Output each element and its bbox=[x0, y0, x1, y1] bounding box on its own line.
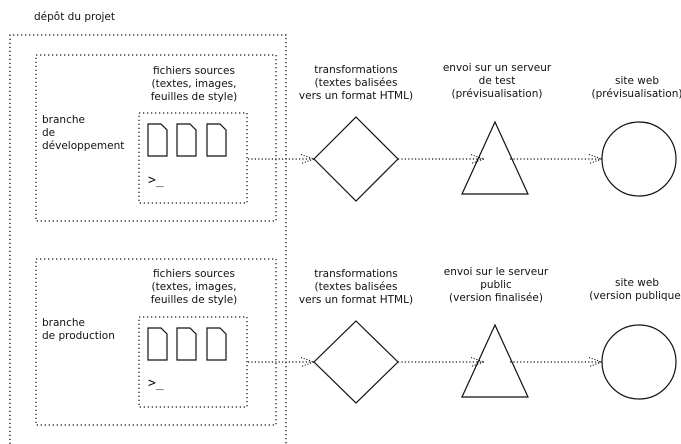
site-label: site web (version publique) bbox=[589, 277, 681, 302]
website-circle bbox=[601, 324, 677, 400]
transform-label: transformations (textes balisées vers un… bbox=[298, 64, 414, 102]
sources-label: fichiers sources (textes, images, feuill… bbox=[150, 65, 238, 103]
sources-label: fichiers sources (textes, images, feuill… bbox=[150, 268, 238, 306]
terminal-prompt-icon: >_ bbox=[148, 376, 164, 391]
file-icon bbox=[206, 123, 227, 157]
deploy-triangle bbox=[461, 323, 529, 398]
repo-label: dépôt du projet bbox=[34, 11, 115, 23]
file-icon bbox=[206, 327, 227, 361]
file-icon bbox=[176, 123, 197, 157]
transform-diamond bbox=[313, 116, 399, 202]
transform-label: transformations (textes balisées vers un… bbox=[298, 268, 414, 306]
branch-frame bbox=[35, 258, 277, 426]
source-files-frame bbox=[138, 316, 248, 408]
file-icon bbox=[176, 327, 197, 361]
branch-label: branche de production bbox=[42, 317, 115, 342]
deploy-label: envoi sur le serveur public (version fin… bbox=[443, 266, 549, 304]
terminal-prompt-icon: >_ bbox=[148, 173, 164, 188]
site-label: site web (prévisualisation) bbox=[591, 75, 681, 100]
deploy-triangle bbox=[461, 120, 529, 195]
file-icon bbox=[147, 327, 168, 361]
branch-frame bbox=[35, 54, 277, 222]
branch-label: branche de développement bbox=[42, 114, 125, 152]
file-icon bbox=[147, 123, 168, 157]
transform-diamond bbox=[313, 320, 399, 404]
branch-production bbox=[35, 258, 677, 426]
source-files-frame bbox=[138, 112, 248, 204]
repo-frame bbox=[9, 34, 287, 444]
website-circle bbox=[601, 121, 677, 197]
deploy-label: envoi sur un serveur de test (prévisuali… bbox=[442, 62, 552, 100]
branch-development bbox=[35, 54, 677, 222]
